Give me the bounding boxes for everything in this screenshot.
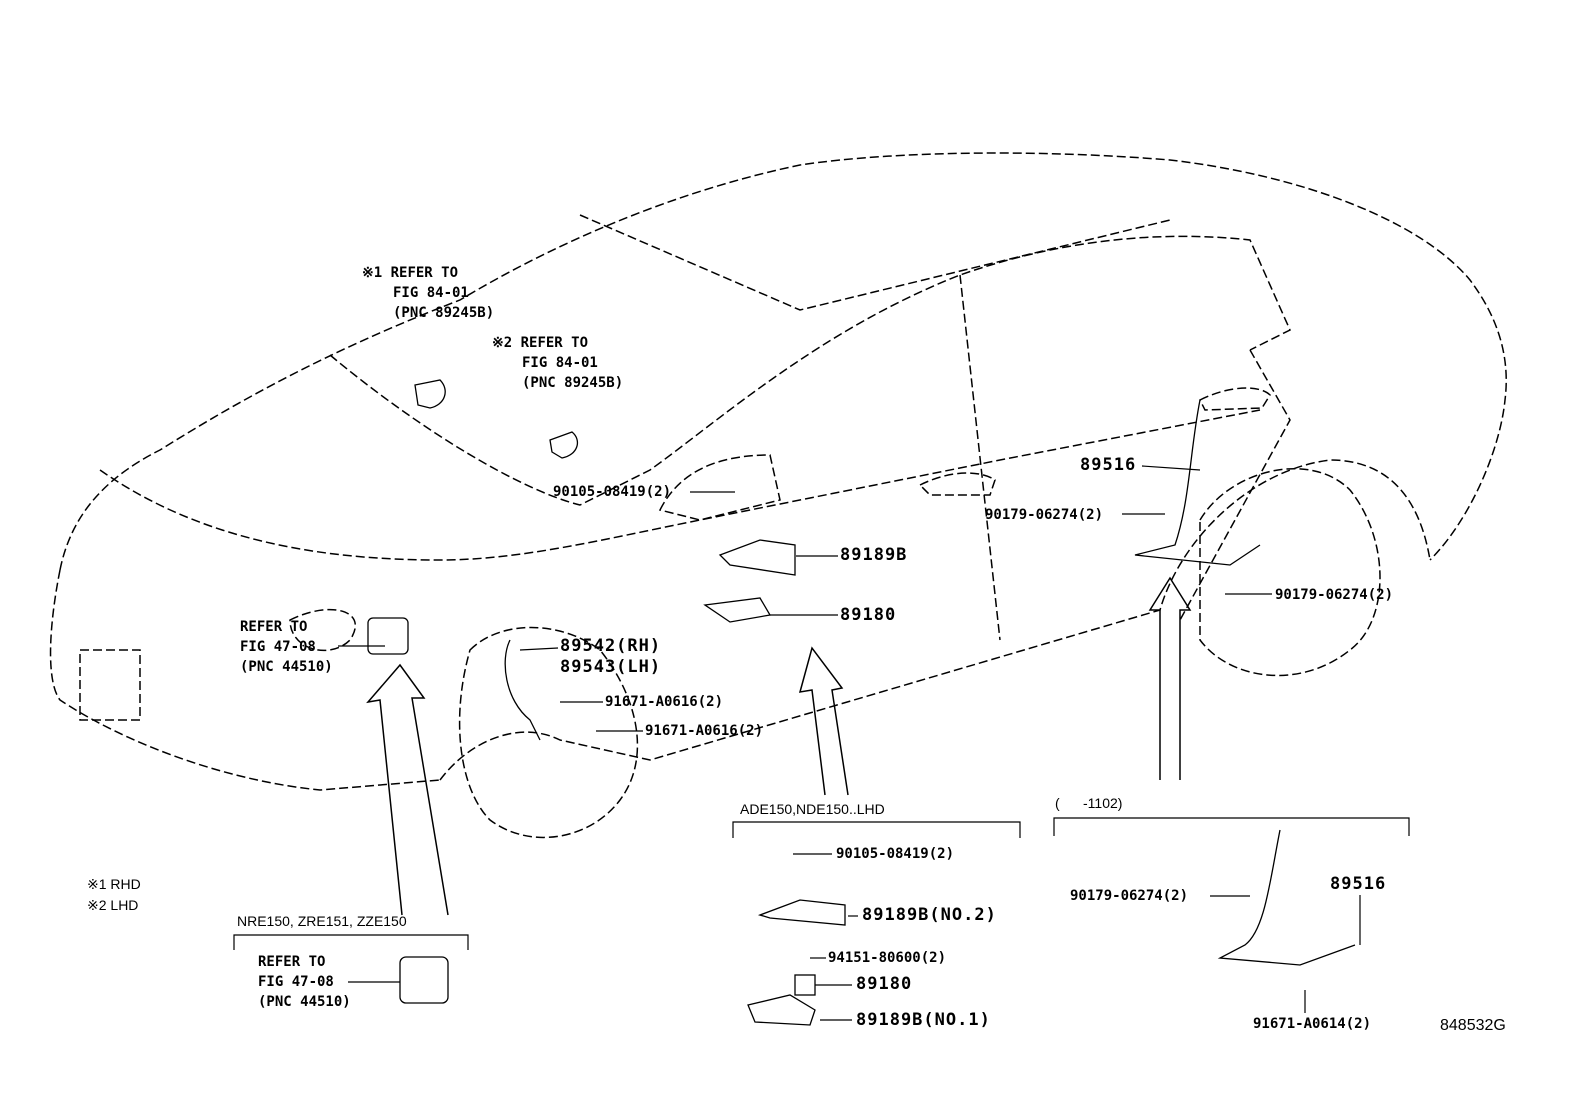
ref-actuator-line2: FIG 47-08 — [240, 639, 316, 655]
inset-lhd-90105-label[interactable]: 90105-08419(2) — [836, 846, 955, 862]
ref-actuator-line3: (PNC 44510) — [240, 659, 333, 675]
note-rhd: ※1 RHD — [87, 876, 141, 892]
inset-lhd-title: ADE150,NDE150..LHD — [740, 801, 885, 817]
ref2-line3: (PNC 89245B) — [522, 375, 624, 391]
ref-actuator2-line2: FIG 47-08 — [258, 974, 334, 990]
part-89189B-label[interactable]: 89189B — [840, 545, 908, 565]
bracket-89189B-sketch — [718, 539, 796, 576]
part-90105-label[interactable]: 90105-08419(2) — [553, 484, 672, 500]
arrows — [366, 576, 1192, 916]
note-lhd: ※2 LHD — [87, 897, 139, 913]
ref-actuator2-line3: (PNC 44510) — [258, 994, 351, 1010]
inset-1102-90179-label[interactable]: 90179-06274(2) — [1070, 888, 1189, 904]
inset-models-title: NRE150, ZRE151, ZZE150 — [237, 913, 407, 929]
sensor-89180-sketch — [703, 597, 772, 623]
inset-lhd-89180-label[interactable]: 89180 — [856, 974, 913, 994]
abs-actuator-sketch — [367, 617, 409, 655]
part-91671-label-b[interactable]: 91671-A0616(2) — [645, 723, 764, 739]
ref-actuator2-line1: REFER TO — [258, 954, 326, 970]
part-91671-label-a[interactable]: 91671-A0616(2) — [605, 694, 724, 710]
ref1-line2: FIG 84-01 — [393, 285, 469, 301]
ref2-line1: ※2 REFER TO — [492, 335, 589, 351]
inset-lhd-94151-label[interactable]: 94151-80600(2) — [828, 950, 947, 966]
part-sketches — [367, 379, 1356, 1026]
part-89543-label[interactable]: 89543(LH) — [560, 657, 662, 677]
inset-lhd-89189B-no2-label[interactable]: 89189B(NO.2) — [862, 905, 997, 925]
inset-1102-91671-label[interactable]: 91671-A0614(2) — [1253, 1016, 1372, 1032]
ref1-line3: (PNC 89245B) — [393, 305, 495, 321]
yaw-sensor-2-sketch — [549, 431, 579, 459]
part-89516-label[interactable]: 89516 — [1080, 455, 1137, 475]
car-body-outline — [49, 152, 1507, 839]
yaw-sensor-1-sketch — [414, 379, 446, 409]
part-90179-label-a[interactable]: 90179-06274(2) — [985, 507, 1104, 523]
part-89180-label[interactable]: 89180 — [840, 605, 897, 625]
ref2-line2: FIG 84-01 — [522, 355, 598, 371]
part-90179-label-b[interactable]: 90179-06274(2) — [1275, 587, 1394, 603]
inset-1102-89516-label[interactable]: 89516 — [1330, 874, 1387, 894]
part-89542-label[interactable]: 89542(RH) — [560, 636, 662, 656]
diagram-id: 848532G — [1440, 1017, 1506, 1034]
abs-actuator-inset-sketch — [399, 956, 449, 1004]
ref-actuator-line1: REFER TO — [240, 619, 308, 635]
ref1-line1: ※1 REFER TO — [362, 265, 459, 281]
inset-lhd-89189B-no1-label[interactable]: 89189B(NO.1) — [856, 1010, 991, 1030]
inset-1102-title: ( -1102) — [1055, 795, 1123, 811]
leader-lines — [233, 465, 1410, 1021]
